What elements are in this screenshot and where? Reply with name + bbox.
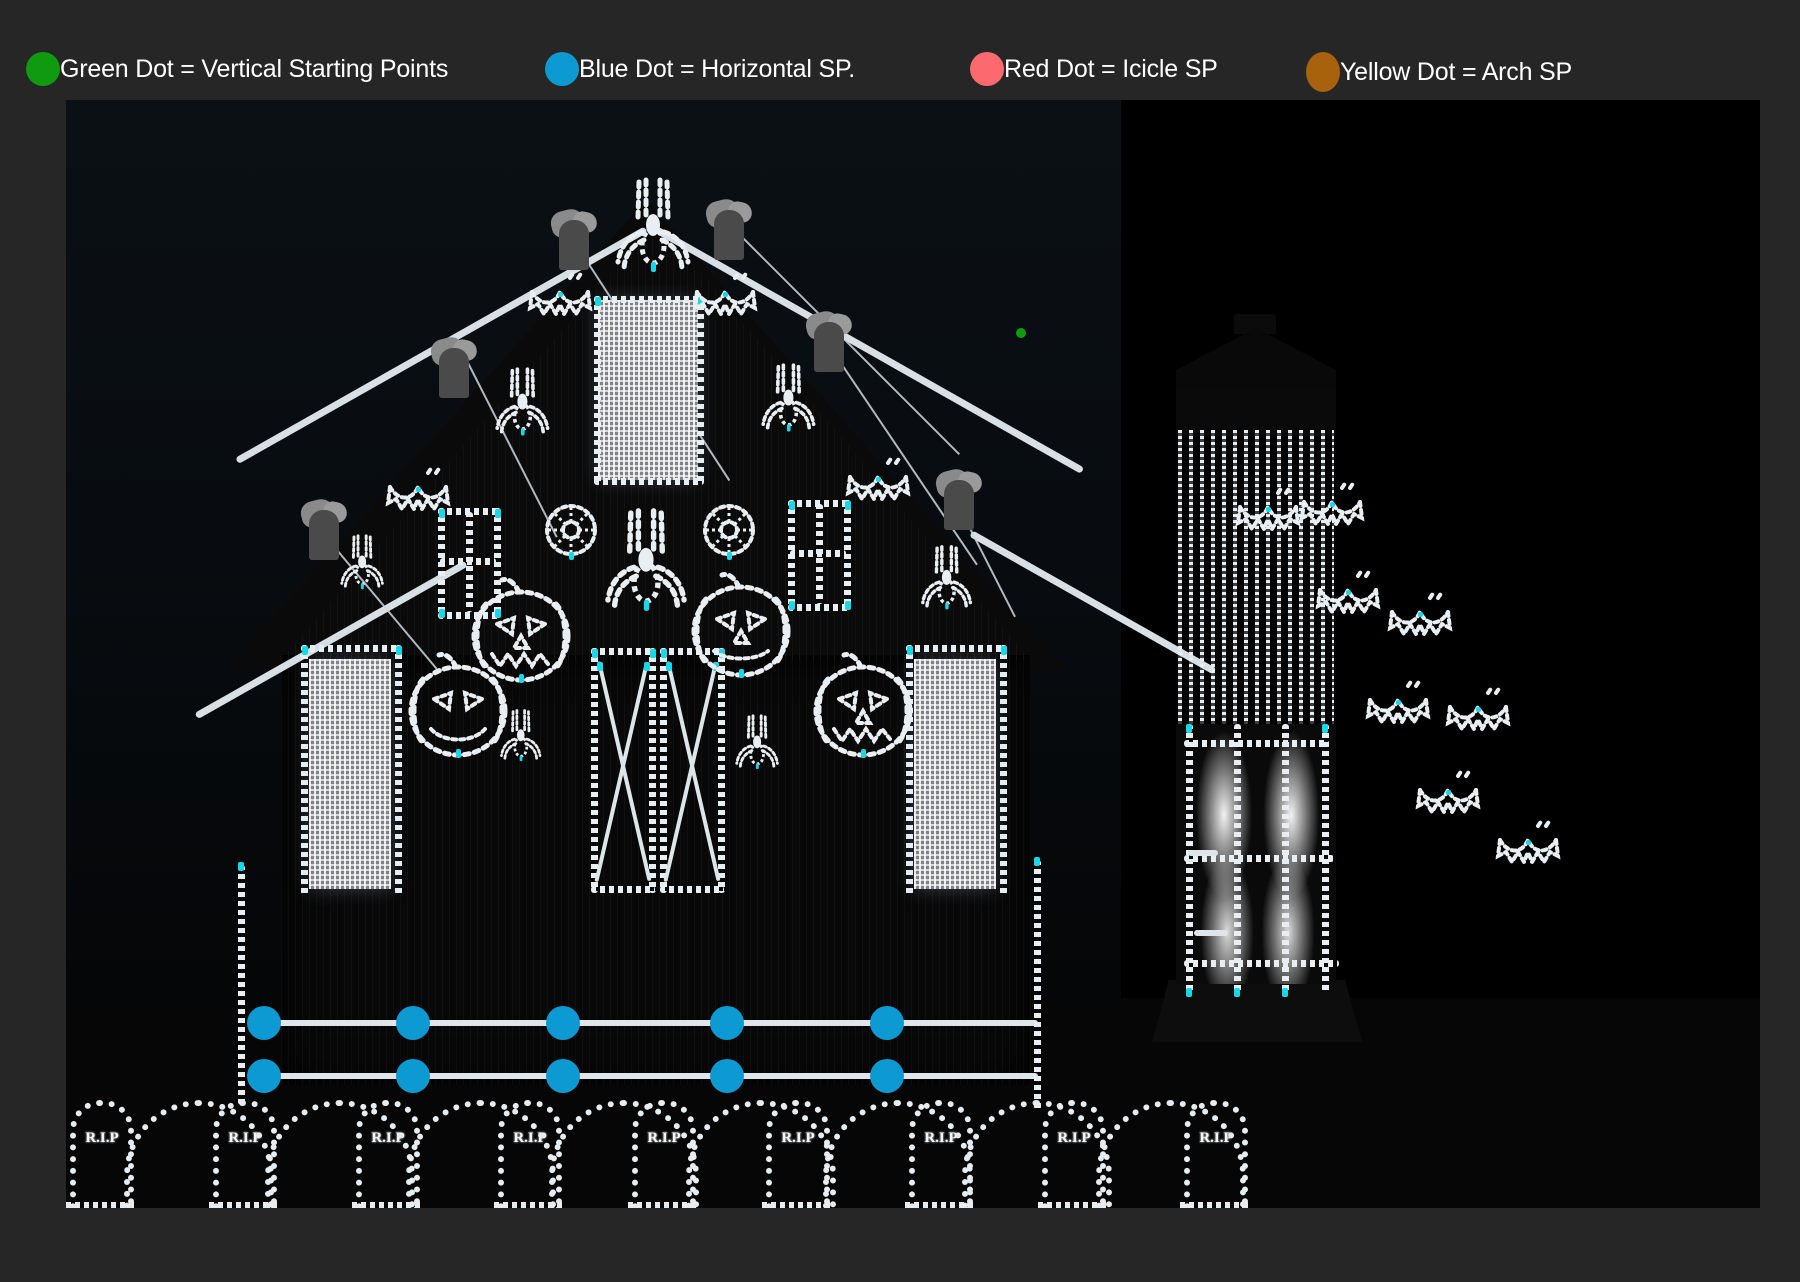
spider-decoration: [916, 540, 977, 618]
legend-label-blue: Blue Dot = Horizontal SP.: [579, 54, 855, 83]
legend-item-red: Red Dot = Icicle SP: [970, 52, 1218, 86]
spider-decoration: [490, 362, 555, 445]
bat-decoration: [384, 465, 454, 525]
bat-decoration: [1414, 768, 1484, 828]
cyan-tip: [1322, 724, 1328, 733]
horizontal-trim-row-1c: [574, 1020, 734, 1026]
grave-arch: [1096, 1100, 1246, 1208]
ghost-figure: [428, 334, 481, 402]
silo-band-3: [1184, 960, 1339, 967]
bat-decoration: [1444, 685, 1514, 745]
blue-marker-dot: [870, 1059, 904, 1093]
wreath-decoration: [541, 500, 601, 560]
blue-marker-dot: [710, 1059, 744, 1093]
yellow-dot-swatch: [1306, 52, 1340, 92]
blue-marker-dot: [247, 1059, 281, 1093]
window-right-outlined: [788, 500, 851, 611]
vertical-string-right-corner: [1034, 860, 1041, 1110]
bat-decoration: [1364, 678, 1434, 738]
ghost-figure: [298, 496, 351, 564]
gable-window-bottom-string: [594, 478, 704, 485]
spider-decoration: [731, 710, 783, 777]
silo-base: [1152, 980, 1362, 1042]
gable-window-net: [598, 300, 698, 480]
bat-decoration: [526, 270, 596, 330]
silo-lower-glow: [1176, 724, 1336, 984]
horizontal-trim-row-1b: [426, 1020, 576, 1026]
gable-window-right-string: [697, 296, 704, 484]
legend-label-green: Green Dot = Vertical Starting Points: [60, 54, 449, 83]
jack-o-lantern-decoration: [464, 570, 579, 690]
red-dot-swatch: [970, 52, 1004, 86]
bat-decoration: [1234, 485, 1304, 545]
blue-marker-dot: [247, 1006, 281, 1040]
bat-decoration: [691, 270, 761, 330]
gable-window-top-string: [594, 296, 704, 303]
legend-item-yellow: Yellow Dot = Arch SP: [1306, 52, 1572, 92]
silo-ladder-rung-1: [1188, 850, 1218, 856]
silo-cap: [1234, 314, 1276, 334]
cyan-tip: [1282, 988, 1288, 997]
green-dot-swatch: [26, 52, 60, 86]
cyan-tip: [595, 297, 601, 306]
legend-label-red: Red Dot = Icicle SP: [1004, 54, 1218, 83]
vertical-string-left-corner: [238, 865, 245, 1105]
blue-marker-dot: [710, 1006, 744, 1040]
window-left-outlined: [438, 508, 501, 619]
bat-decoration: [1494, 818, 1564, 878]
horizontal-trim-row-2c: [574, 1073, 734, 1079]
jack-o-lantern-decoration: [401, 645, 516, 765]
legend-item-green: Green Dot = Vertical Starting Points: [26, 52, 448, 86]
wreath-decoration: [699, 500, 759, 560]
spider-decoration: [596, 500, 696, 625]
spider-decoration: [756, 358, 821, 441]
legend-bar: Green Dot = Vertical Starting Points Blu…: [0, 0, 1800, 100]
cyan-tip: [1034, 857, 1040, 866]
ghost-figure: [933, 466, 986, 534]
cyan-tip: [1186, 724, 1192, 733]
horizontal-trim-row-1a: [271, 1020, 421, 1026]
blue-marker-dot: [546, 1059, 580, 1093]
cyan-tip: [238, 862, 244, 871]
horizontal-trim-row-2a: [271, 1073, 421, 1079]
bat-decoration: [844, 455, 914, 515]
spider-decoration: [496, 705, 546, 768]
silo-ladder-rung-2: [1194, 930, 1228, 936]
silo-shell: [1176, 386, 1336, 436]
blue-marker-dot: [546, 1006, 580, 1040]
barn-door-left: [591, 648, 656, 893]
legend-label-yellow: Yellow Dot = Arch SP: [1340, 57, 1573, 86]
jack-o-lantern-decoration: [684, 565, 799, 685]
ghost-figure: [703, 196, 756, 264]
horizontal-trim-row-2d: [736, 1073, 901, 1079]
ghost-figure: [548, 206, 601, 274]
green-marker-dot: [1016, 328, 1026, 338]
blue-dot-swatch: [545, 52, 579, 86]
horizontal-trim-row-1d: [736, 1020, 901, 1026]
cyan-tip: [698, 297, 704, 306]
ghost-figure: [803, 308, 856, 376]
blue-marker-dot: [870, 1006, 904, 1040]
legend-item-blue: Blue Dot = Horizontal SP.: [545, 52, 855, 86]
bat-decoration: [1386, 590, 1456, 650]
silo-band-1: [1184, 740, 1329, 747]
horizontal-trim-row-2b: [426, 1073, 576, 1079]
silo-band-2: [1184, 855, 1334, 862]
spider-decoration: [608, 170, 698, 285]
cyan-tip: [1186, 988, 1192, 997]
blue-marker-dot: [396, 1059, 430, 1093]
silo-vertical-lights: [1178, 430, 1334, 725]
light-display-photo: R.I.P R.I.P R.I.P R.I.P R.I.P R.I.P R.I.…: [66, 100, 1760, 1208]
bat-decoration: [1298, 480, 1368, 540]
jack-o-lantern-decoration: [806, 645, 921, 765]
spider-decoration: [336, 530, 388, 597]
blue-marker-dot: [396, 1006, 430, 1040]
bat-decoration: [1314, 568, 1384, 628]
tombstone-text: R.I.P: [85, 1130, 119, 1146]
gable-window-left-string: [594, 296, 601, 484]
cyan-tip: [1234, 988, 1240, 997]
horizontal-trim-row-1e: [898, 1020, 1038, 1026]
horizontal-trim-row-2e: [898, 1073, 1038, 1079]
